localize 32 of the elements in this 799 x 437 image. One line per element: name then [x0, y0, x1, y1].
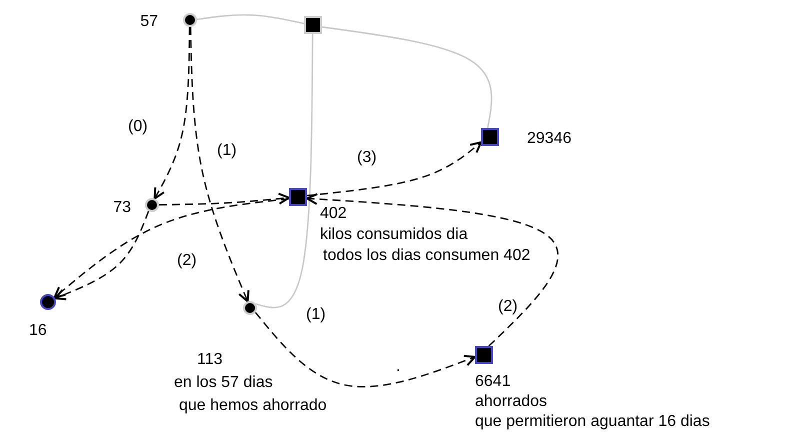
node-caption: que hemos ahorrado — [179, 397, 327, 415]
dashed-arrow — [154, 26, 190, 200]
node-caption: que permitieron aguantar 16 dias — [475, 413, 710, 431]
connector-line — [196, 14, 304, 24]
node-label: 73 — [113, 199, 131, 217]
node-caption: en los 57 dias — [174, 374, 273, 392]
node-caption: todos los dias consumen 402 — [323, 247, 530, 265]
node-caption: ahorrados — [475, 393, 548, 411]
node-label: 29346 — [527, 130, 572, 148]
edge-label: (2) — [497, 298, 519, 316]
node-label: 16 — [29, 322, 47, 340]
edge-label: (1) — [305, 306, 327, 324]
square-node — [304, 16, 322, 34]
dashed-arrow — [54, 210, 150, 300]
dashed-arrow — [306, 193, 558, 346]
dashed-arrow — [190, 26, 250, 302]
node-label: 6641 — [475, 373, 511, 391]
node-caption: kilos consumidos dia — [320, 226, 468, 244]
note-text: . — [396, 358, 400, 376]
node-label: 57 — [140, 13, 158, 31]
edge-label: (2) — [176, 252, 198, 270]
edge-label: (0) — [127, 118, 149, 136]
edge-label: (3) — [356, 149, 378, 167]
node-label: 113 — [197, 351, 223, 369]
dashed-arrow — [254, 312, 476, 388]
dashed-arrow — [158, 192, 290, 206]
edge-label: (1) — [216, 142, 238, 160]
connector-line — [255, 34, 314, 308]
dashed-arrow — [54, 198, 290, 298]
connector-line — [322, 26, 492, 128]
dashed-arrow — [306, 141, 482, 196]
node-label: 402 — [320, 205, 347, 223]
